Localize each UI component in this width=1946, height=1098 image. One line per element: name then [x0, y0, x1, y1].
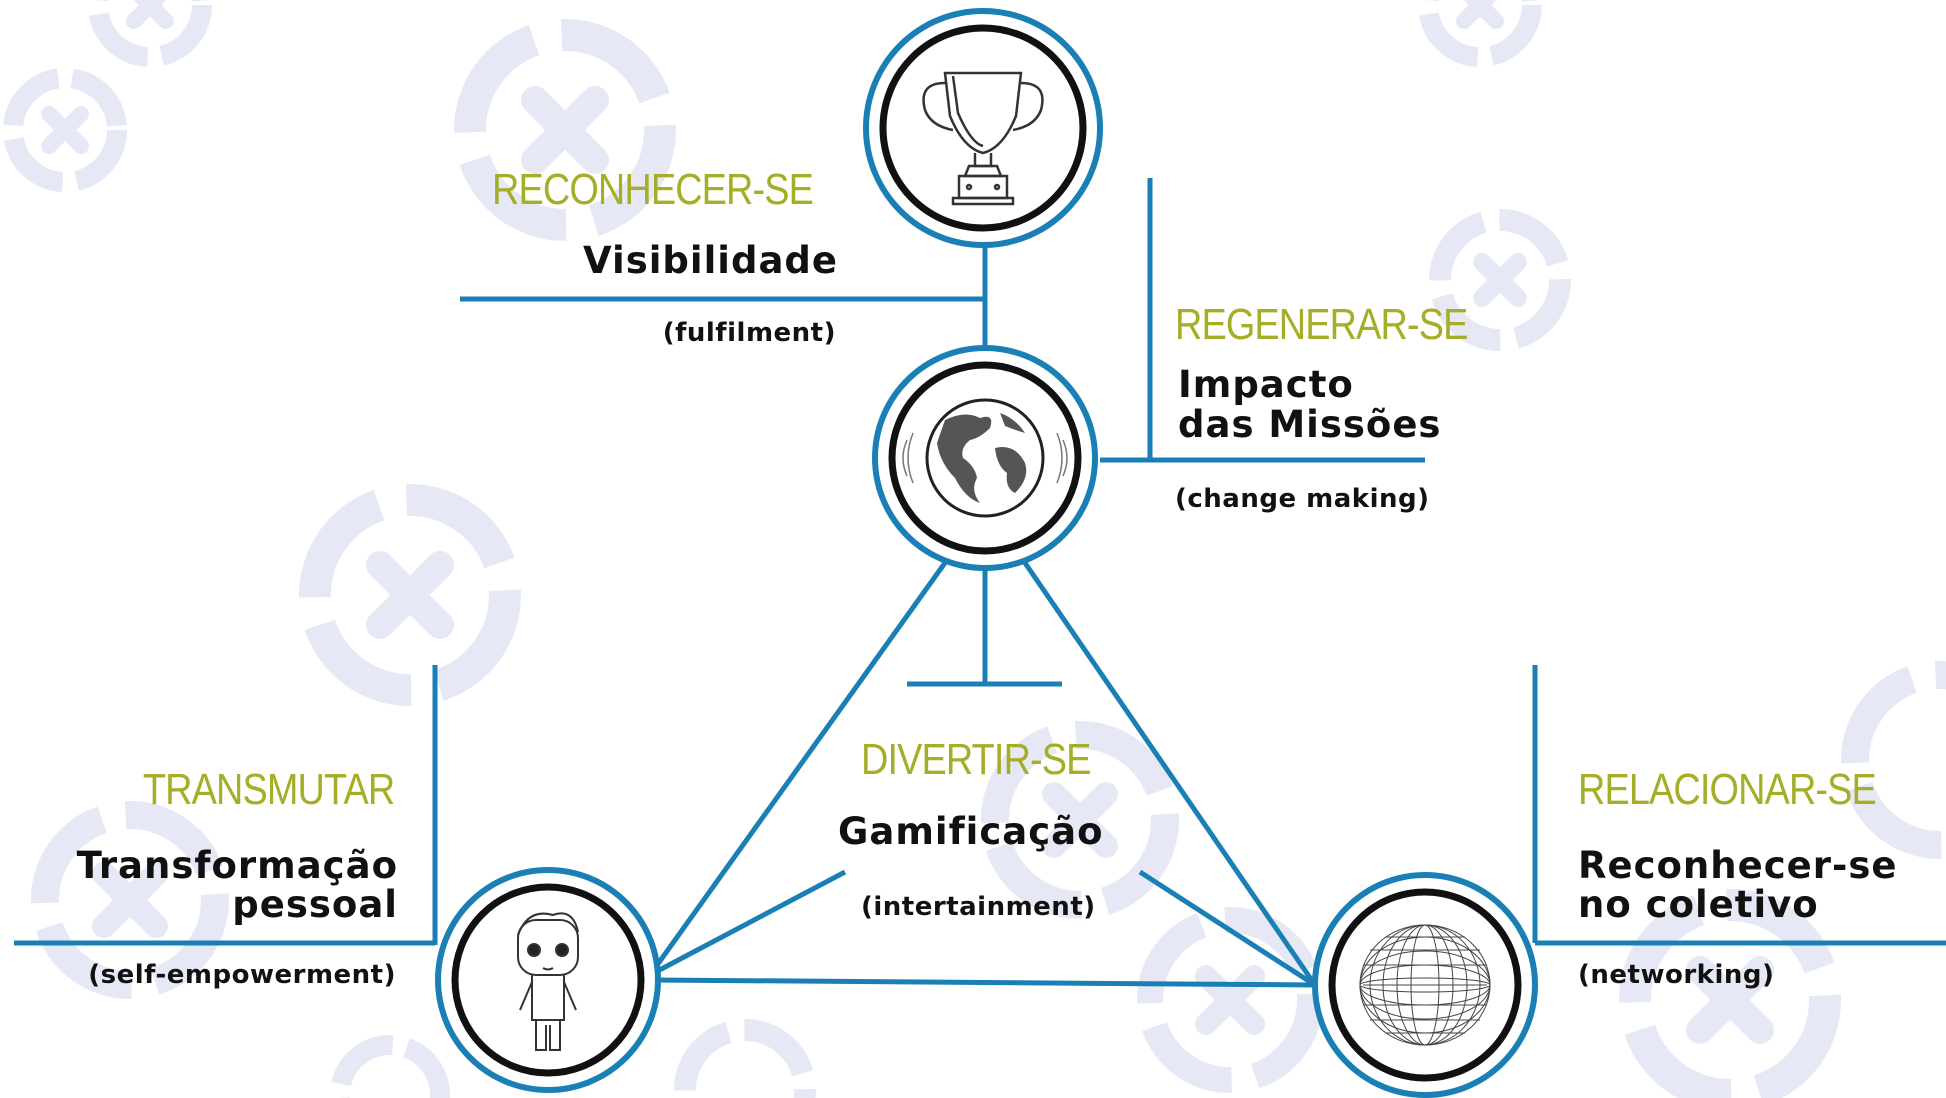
left-sub: (self-empowerment) [88, 960, 396, 990]
watermark-logos [3, 0, 1946, 1098]
watermark-logo [674, 1019, 816, 1098]
watermark-logo [1418, 0, 1542, 67]
middle-sub: (change making) [1175, 484, 1430, 514]
right-name-line2: no coletivo [1578, 883, 1819, 926]
node-globe [872, 345, 1098, 571]
top-name: Visibilidade [583, 239, 838, 282]
watermark-logo [330, 1035, 450, 1098]
globe-icon [902, 398, 1068, 518]
center-arm-right [1138, 869, 1317, 988]
node-person [435, 867, 661, 1093]
top-title: RECONHECER-SE [492, 165, 814, 214]
watermark-logo [3, 68, 127, 192]
triangle-base [654, 977, 1316, 988]
triangle-left-edge [647, 558, 950, 977]
trophy-icon [922, 71, 1044, 206]
center-arm-left [648, 869, 847, 978]
watermark-logo [88, 0, 212, 67]
watermark-logo [454, 19, 676, 241]
right-name-line1: Reconhecer-se [1578, 844, 1898, 887]
middle-name-line1: Impacto [1178, 363, 1354, 406]
center-name: Gamificação [838, 810, 1104, 853]
person-figure-icon [517, 912, 579, 1051]
wire-sphere-icon [1359, 924, 1491, 1046]
watermark-logo [1429, 209, 1571, 351]
left-title: TRANSMUTAR [142, 765, 395, 814]
middle-title: REGENERAR-SE [1175, 300, 1468, 349]
watermark-logo [31, 801, 229, 999]
node-trophy [863, 8, 1103, 248]
right-sub: (networking) [1578, 960, 1775, 990]
middle-name-line2: das Missões [1178, 403, 1442, 446]
watermark-logo [981, 721, 1179, 919]
center-title: DIVERTIR-SE [861, 735, 1091, 784]
watermark-logo [299, 484, 521, 706]
left-name-line1: Transformação [76, 844, 398, 887]
connectors [14, 178, 1946, 988]
top-sub: (fulfilment) [662, 318, 836, 348]
left-name-line2: pessoal [232, 883, 398, 926]
center-sub: (intertainment) [861, 892, 1096, 922]
node-sphere [1312, 872, 1538, 1098]
triangle-right-edge [1020, 558, 1318, 987]
watermark-logo [1619, 889, 1841, 1098]
right-title: RELACIONAR-SE [1578, 765, 1877, 814]
watermark-logo [1841, 661, 1946, 859]
